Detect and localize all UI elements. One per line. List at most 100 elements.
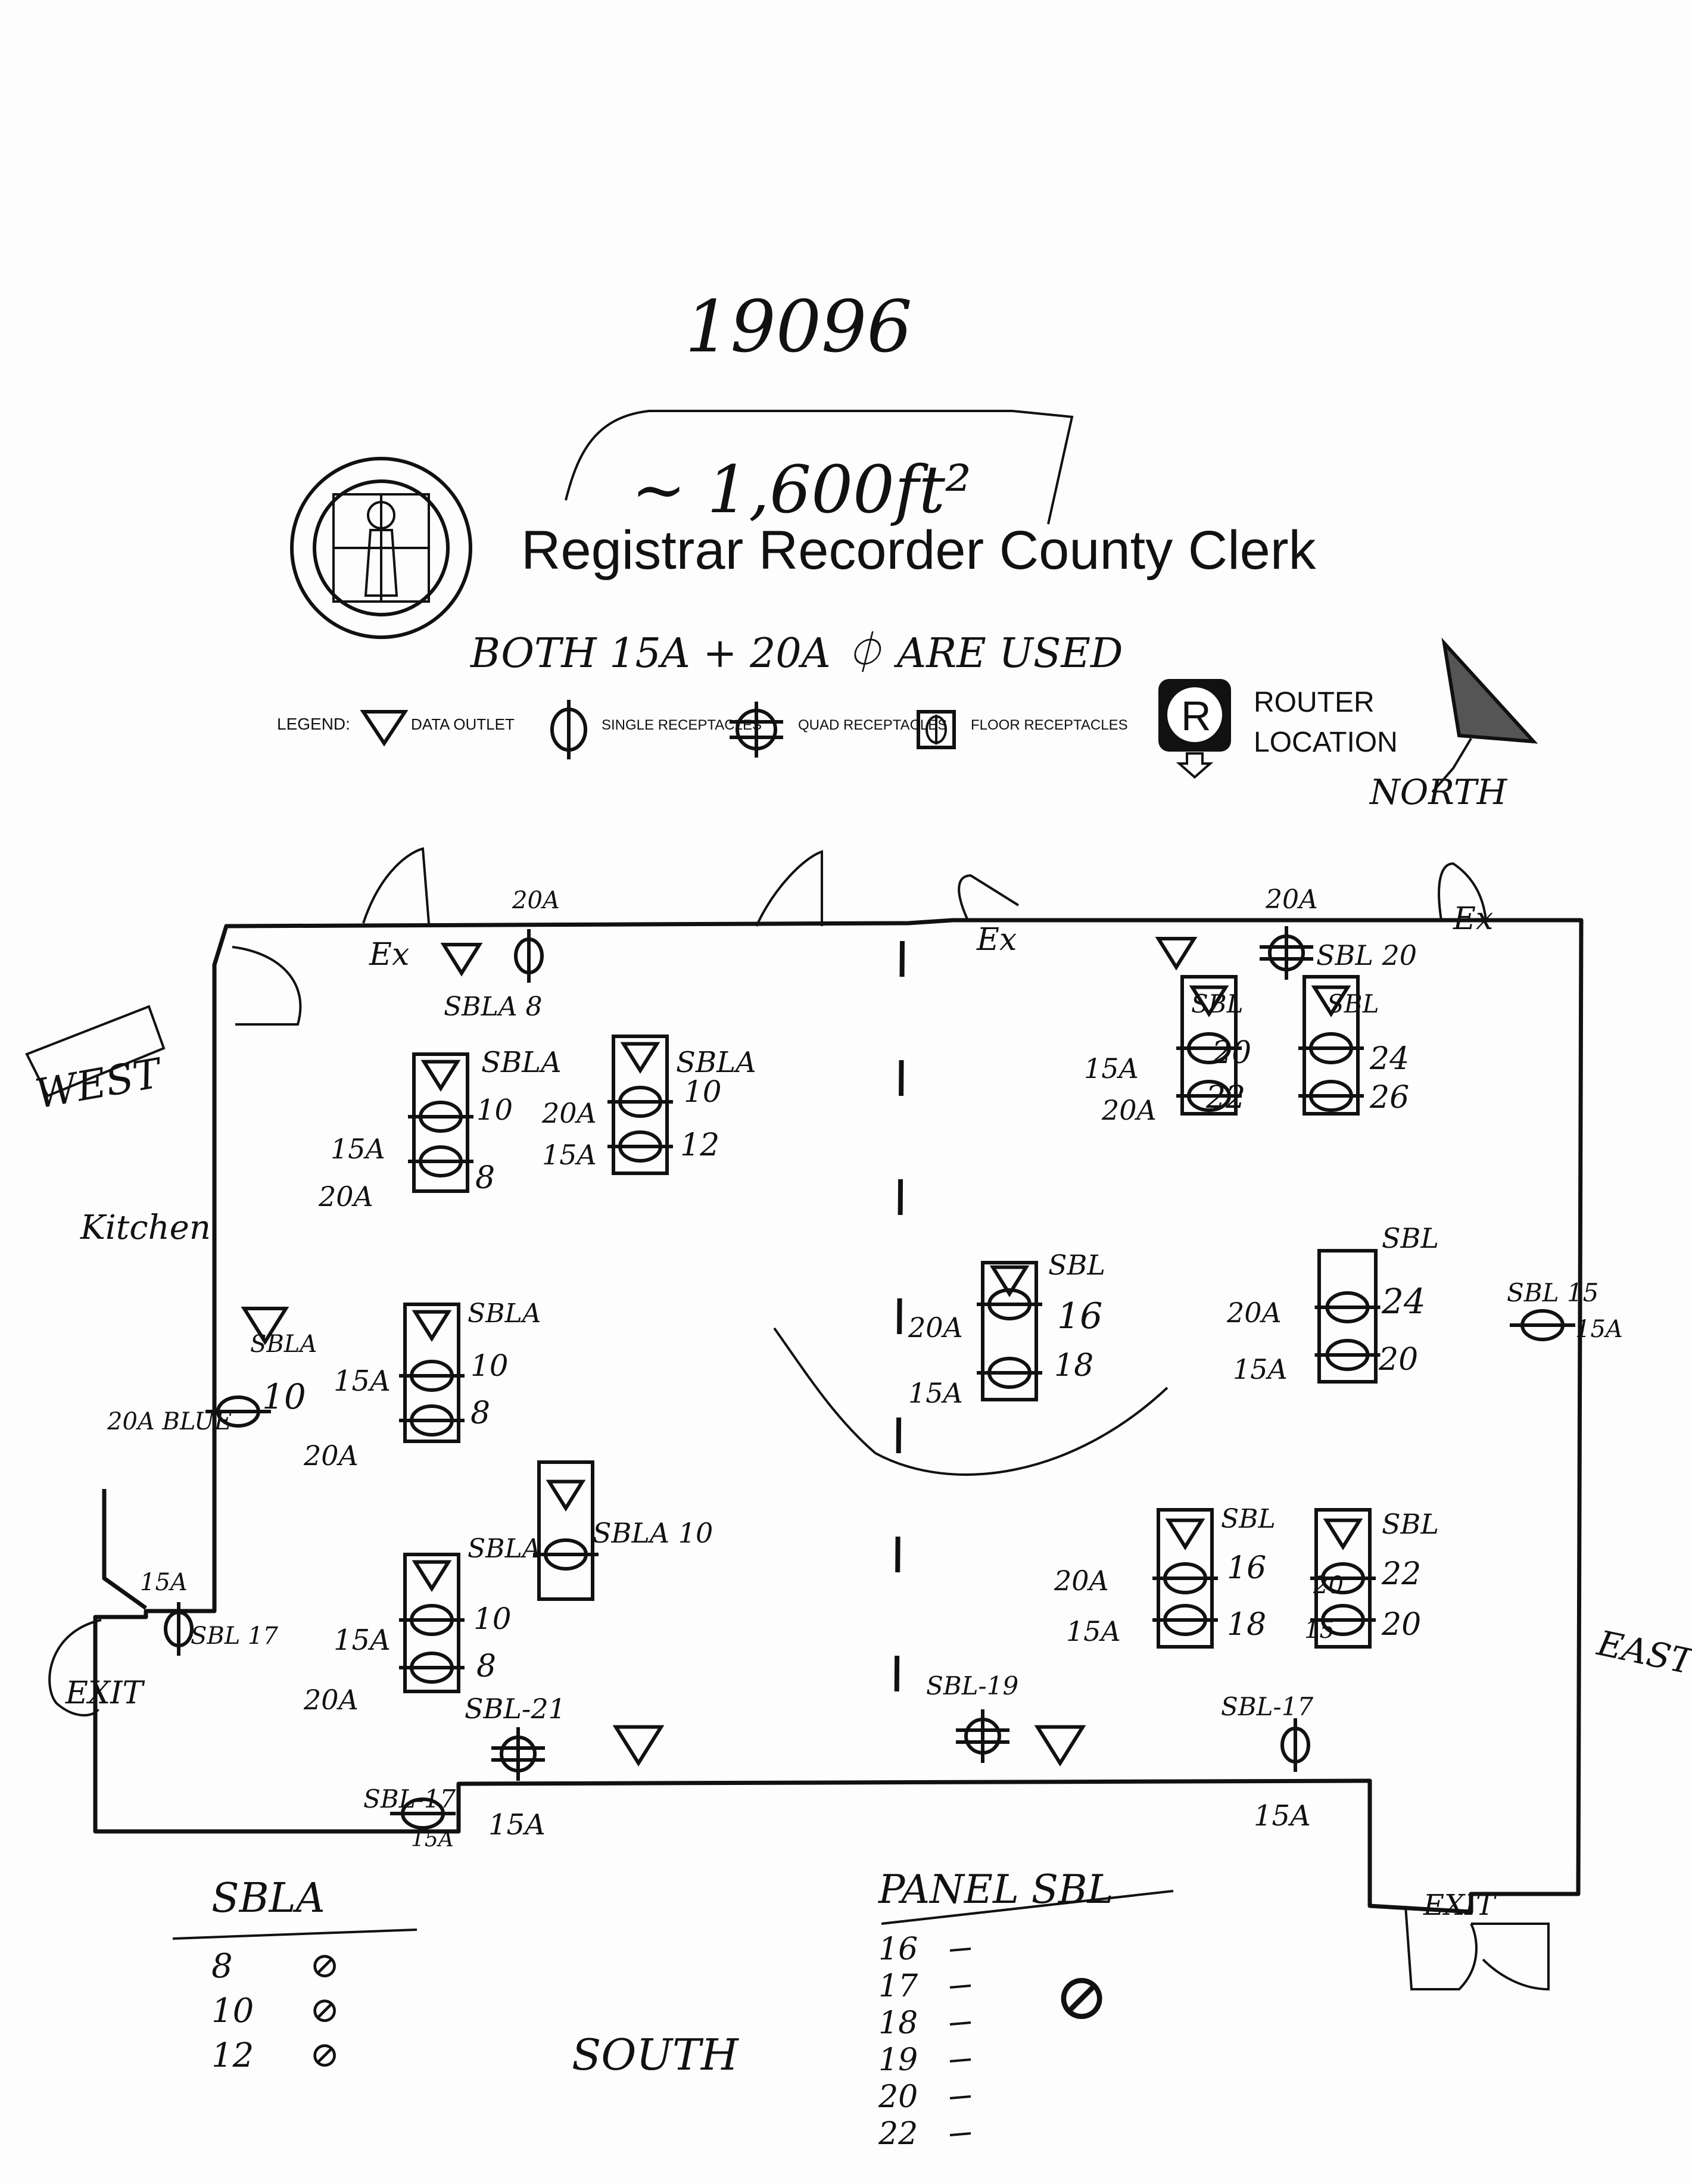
- area-note: ~ 1,600ft²: [631, 451, 971, 528]
- panel-sbl-circuit: 19: [878, 2042, 918, 2078]
- circuit-label: SBL: [1327, 989, 1379, 1018]
- circuit-label: SBLA 8: [444, 992, 542, 1022]
- panel-sbl-circuit: 17: [878, 1968, 918, 2004]
- circuit-label: 16: [1057, 1295, 1102, 1337]
- door-label-1: Ex: [369, 937, 409, 973]
- circuit-label: SBL: [1048, 1249, 1105, 1281]
- panel-sbl-circuit: 18: [878, 2005, 918, 2041]
- quad-receptacle-icon: [730, 702, 783, 758]
- floor-receptacle-icon: [917, 710, 956, 749]
- circuit-label: 15A: [140, 1569, 188, 1596]
- door-swing-n1: [362, 847, 430, 924]
- single-receptacle-icon: [550, 700, 587, 759]
- circuit-label: 24: [1369, 1041, 1409, 1077]
- panel-sbl-dash: [949, 2132, 971, 2136]
- circuit-label: 18: [1054, 1348, 1093, 1384]
- circuit-label: 18: [1227, 1607, 1266, 1643]
- data-outlet-icon: [1165, 1518, 1205, 1551]
- svg-text:R: R: [1181, 693, 1211, 739]
- circuit-label: 15A: [488, 1808, 546, 1842]
- circuit-label: 20A: [1226, 1297, 1282, 1329]
- legend-label-data-outlet: DATA OUTLET: [411, 715, 515, 733]
- floor-box: [403, 1553, 460, 1693]
- circuit-label: 15A: [411, 1827, 454, 1852]
- circuit-label: 22: [1205, 1080, 1245, 1116]
- svg-text:WEST: WEST: [32, 1049, 167, 1118]
- west-label-box: WEST: [25, 1005, 167, 1119]
- circuit-label: 10: [262, 1376, 306, 1417]
- floor-box: [403, 1303, 460, 1443]
- panel-sbl-title: PANEL SBL: [878, 1867, 1113, 1912]
- panel-sbla-mark: ⊘: [310, 1945, 339, 1986]
- agency-title: Registrar Recorder County Clerk: [521, 520, 1316, 581]
- legend-label-floor: FLOOR RECEPTACLES: [971, 717, 1128, 733]
- door-label-2: Ex: [976, 922, 1017, 958]
- county-seal-icon: [290, 457, 472, 639]
- panel-sbl-circuit: 22: [878, 2116, 918, 2152]
- circuit-label: 10: [470, 1348, 509, 1383]
- circuit-label: 15A: [1254, 1799, 1311, 1833]
- circuit-label: 20A BLUE: [107, 1408, 232, 1435]
- receptacle-note: BOTH 15A + 20A ⏀ ARE USED: [469, 630, 1123, 677]
- data-outlet-icon: [420, 1060, 461, 1092]
- circuit-label: 20A: [303, 1440, 359, 1472]
- data-outlet-icon: [1323, 1518, 1363, 1551]
- circuit-label: SBL-19: [926, 1671, 1018, 1700]
- router-label-line1: ROUTER: [1254, 687, 1375, 718]
- floor-box: [612, 1035, 669, 1175]
- circuit-label: 15A: [908, 1377, 963, 1409]
- panel-sbl-dash: [949, 1984, 971, 1989]
- router-location-icon: R: [1158, 679, 1231, 779]
- circuit-label: 15A: [1233, 1353, 1288, 1385]
- circuit-label: 20A: [541, 1097, 597, 1129]
- circuit-label: SBL: [1221, 1504, 1276, 1534]
- circuit-label: 15A: [1575, 1316, 1623, 1343]
- data-outlet-icon: [989, 1265, 1030, 1298]
- circuit-label: 15A: [542, 1139, 597, 1171]
- data-outlet-icon: [412, 1310, 452, 1342]
- exit-east-label: EXIT: [1423, 1889, 1497, 1922]
- circuit-label: SBL: [1382, 1222, 1439, 1254]
- circuit-label: SBLA: [676, 1046, 756, 1079]
- router-label-line2: LOCATION: [1254, 727, 1398, 758]
- data-outlet-icon: [1311, 985, 1351, 1018]
- panel-sbla-title: SBLA: [211, 1875, 325, 1922]
- floor-box: [1317, 1249, 1378, 1384]
- circuit-label: 20: [1313, 1572, 1344, 1599]
- legend-label-single: SINGLE RECEPTACLES: [602, 717, 762, 733]
- panel-sbla-list: 8⊘10⊘12⊘: [211, 1945, 339, 2076]
- south-label: SOUTH: [572, 2030, 739, 2080]
- circuit-label: 26: [1369, 1080, 1409, 1116]
- circuit-label: 20A: [908, 1311, 963, 1344]
- floor-box: [412, 1052, 469, 1193]
- circuit-label: 20A: [318, 1180, 373, 1213]
- circuit-label: SBLA: [468, 1298, 541, 1329]
- building-outline: [93, 918, 1584, 1914]
- data-outlet-icon: [241, 1307, 289, 1345]
- circuit-label: SBL: [1191, 989, 1244, 1018]
- data-outlet-icon: [620, 1042, 660, 1074]
- legend-label-quad: QUAD RECEPTACLES: [798, 717, 947, 733]
- circuit-label: 16: [1227, 1550, 1266, 1586]
- floor-box: [981, 1261, 1038, 1401]
- data-outlet-icon: [546, 1479, 586, 1512]
- circuit-label: 15A: [1084, 1052, 1139, 1085]
- circuit-label: 15: [1304, 1616, 1335, 1644]
- circuit-label: 12: [680, 1127, 719, 1163]
- exit-west-label: EXIT: [65, 1675, 145, 1711]
- circuit-label: 20: [1378, 1342, 1418, 1378]
- circuit-label: 8: [475, 1160, 495, 1196]
- circuit-label: 20A: [303, 1684, 359, 1716]
- panel-sbla-circuit: 12: [211, 2036, 254, 2075]
- panel-sbl-dash: [949, 2021, 971, 2026]
- floor-box: [537, 1460, 594, 1601]
- circuit-label: SBLA: [468, 1534, 541, 1564]
- north-arrow-icon: [1431, 637, 1538, 793]
- circuit-label: 20: [1211, 1035, 1251, 1071]
- circuit-label: 20: [1381, 1607, 1421, 1643]
- circuit-label: 8: [476, 1649, 496, 1684]
- door-swing-se: [1404, 1905, 1550, 1991]
